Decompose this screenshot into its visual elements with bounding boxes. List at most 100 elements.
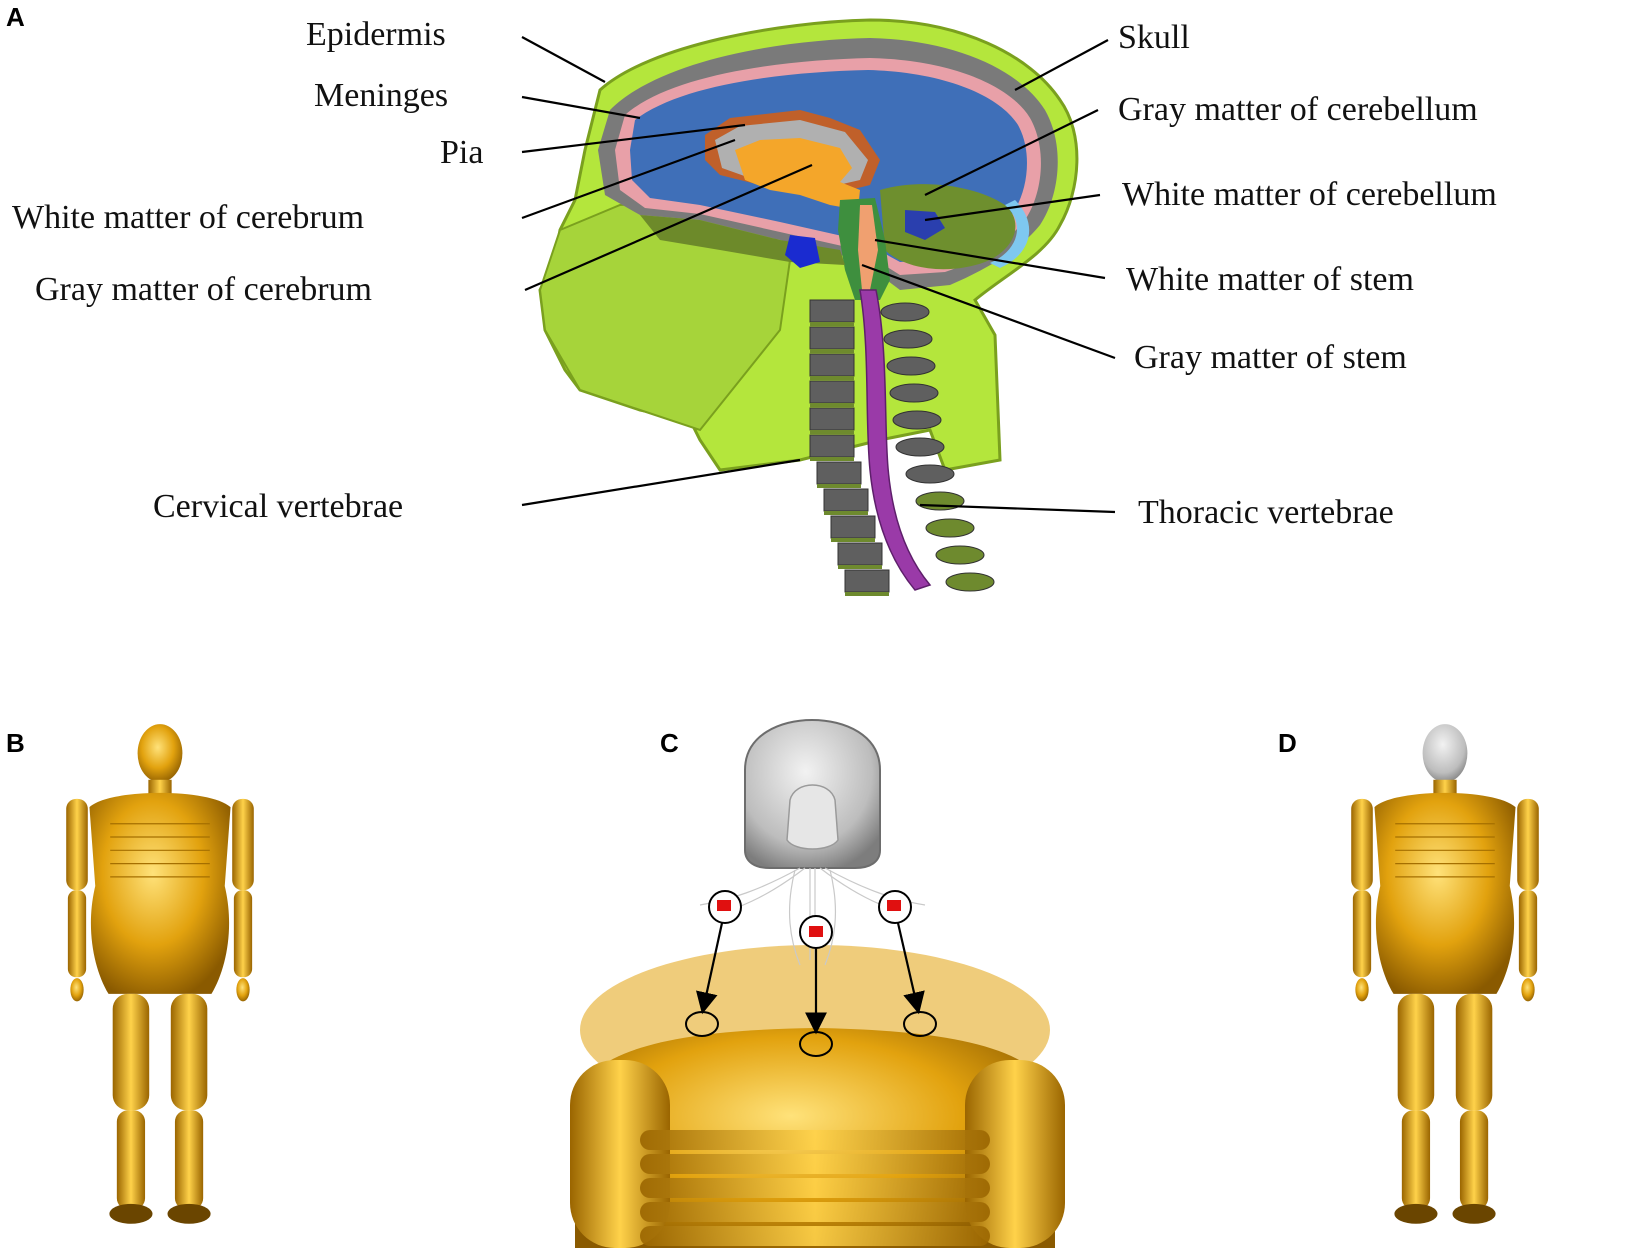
dummy-right-foot [1452,1203,1496,1224]
dummy-right-shin [1459,1110,1489,1210]
leader-white-matter-cerebrum [521,138,736,220]
spinal-cord-shape [859,289,932,591]
rib-segment [640,1226,990,1246]
intervertebral-disc [810,376,854,380]
right-upper-arm [965,1060,1065,1248]
intervertebral-disc [810,322,854,326]
dummy-neck [1433,779,1457,795]
leader-white-matter-stem [874,238,1106,280]
dummy-left-shin [1401,1110,1431,1210]
target-left [685,1011,719,1037]
dummy-head [1422,724,1468,783]
dummy-left-shin [116,1110,146,1210]
dummy-right-forearm [1518,890,1538,978]
label-skull: Skull [1118,19,1190,56]
dummy-right-hand [1521,978,1535,1002]
vertebra-body [809,380,855,404]
arrow-right [896,922,925,1015]
label-white-matter-stem: White matter of stem [1126,261,1414,298]
leader-skull [1014,39,1109,91]
dummy-left-thigh [1397,993,1435,1111]
leader-meninges [521,95,641,120]
dummy-right-upper-arm [1517,798,1539,891]
cerebellum-shape [880,184,1016,270]
spinous-process [905,464,955,484]
intervertebral-disc [824,511,868,515]
dummy-right-thigh [1455,993,1493,1111]
dummy-left-thigh [112,993,150,1111]
dummy-torso [89,792,231,994]
leader-cervical-vertebrae [521,458,801,507]
leader-lines [521,36,1116,514]
label-cervical-vertebrae: Cervical vertebrae [153,488,403,525]
rib-segment [640,1178,990,1198]
spinous-process [892,410,942,430]
dummy-left-upper-arm [1351,798,1373,891]
vertebra-body [844,569,890,593]
intervertebral-disc [817,484,861,488]
rib-segments [640,1130,990,1246]
rib-segment [640,1202,990,1222]
dummy-right-foot [167,1203,211,1224]
marker-center-top [799,915,833,949]
dummy-left-foot [1394,1203,1438,1224]
dummy-left-hand [70,978,84,1002]
dummy-right-upper-arm [232,798,254,891]
label-white-matter-cerebrum: White matter of cerebrum [12,199,364,236]
white-matter-cerebrum-shape [735,138,860,210]
intervertebral-disc [810,349,854,353]
label-gray-matter-cerebellum: Gray matter of cerebellum [1118,91,1478,128]
base-structure-shape [785,235,820,268]
spinous-process [886,356,936,376]
vertebra-body [823,488,869,512]
intervertebral-disc [810,430,854,434]
vertebra-body [816,461,862,485]
label-white-matter-cerebellum: White matter of cerebellum [1122,176,1497,213]
dummy-face-shape [786,784,839,850]
head-neck-model [538,18,1079,596]
label-gray-matter-stem: Gray matter of stem [1134,339,1407,376]
dummy-left-upper-arm [66,798,88,891]
spinous-process [945,572,995,592]
dummy-left-hand [1355,978,1369,1002]
marker-right-top [878,890,912,924]
dummy-left-forearm [67,890,87,978]
leader-gray-matter-cerebrum [524,163,813,292]
spinous-process [883,329,933,349]
rib-segment [640,1154,990,1174]
spinous-process [895,437,945,457]
dummy-left-forearm [1352,890,1372,978]
vertebra-body [809,434,855,458]
vertebra-body [809,326,855,350]
marker-left-top [708,890,742,924]
leader-thoracic-vertebrae [919,503,1116,514]
intervertebral-disc [810,457,854,461]
full-body-dummy [66,724,254,1224]
vertebra-body [837,542,883,566]
target-right [903,1011,937,1037]
leader-gray-matter-cerebellum [924,109,1099,196]
target-center [799,1031,833,1057]
spinous-process [935,545,985,565]
dummy-right-thigh [170,993,208,1111]
vertebra-body [809,353,855,377]
intervertebral-disc [838,565,882,569]
intervertebral-disc [810,403,854,407]
dummy-torso [1374,792,1516,994]
dummy-left-foot [109,1203,153,1224]
spinous-process [880,302,930,322]
dummy-head [137,724,183,783]
cerebellum-csf-shape [990,200,1030,268]
head-neck-coupling-detail [570,718,1065,1248]
vertebra-body [809,299,855,323]
spinous-process [889,383,939,403]
full-body-dummy-with-fe-head [1351,724,1539,1224]
left-upper-arm [570,1060,670,1248]
label-gray-matter-cerebrum: Gray matter of cerebrum [35,271,372,308]
label-epidermis: Epidermis [306,16,446,53]
leader-white-matter-cerebellum [924,193,1101,222]
rib-segment [640,1130,990,1150]
leader-epidermis [521,36,606,83]
spinous-process [925,518,975,538]
